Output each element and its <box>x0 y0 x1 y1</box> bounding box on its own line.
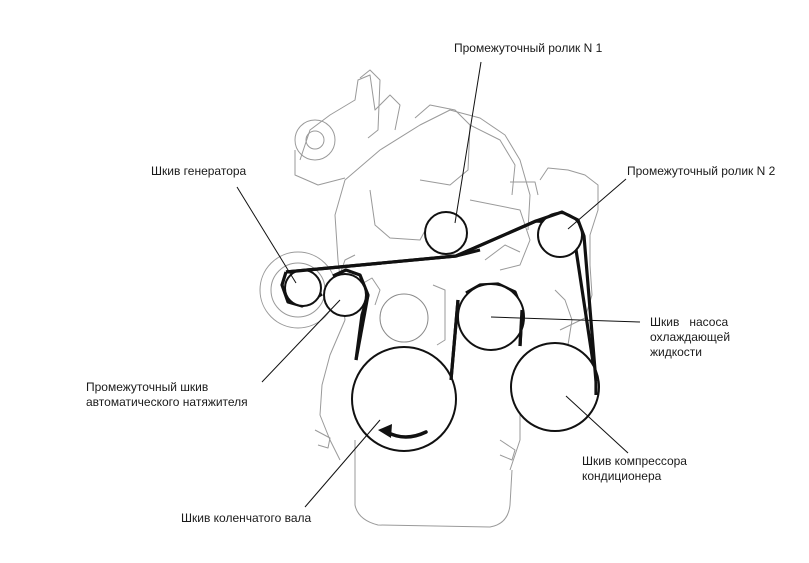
rotation-arrow-icon <box>378 424 428 439</box>
label-compressor-line-2: кондиционера <box>582 469 662 483</box>
label-tensioner-line-1: Промежуточный шкив <box>86 380 209 394</box>
leader-lines <box>236 61 641 508</box>
drive-belt-front <box>285 210 598 395</box>
label-tensioner: Промежуточный шкив автоматического натяж… <box>86 380 248 410</box>
label-alternator: Шкив генератора <box>151 164 247 178</box>
crankshaft-pulley <box>351 346 457 452</box>
label-compressor: Шкив компрессора кондиционера <box>582 454 687 484</box>
label-water-pump-line-1: Шкив насоса <box>650 315 729 329</box>
label-water-pump-line-3: жидкости <box>650 345 702 359</box>
label-tensioner-line-2: автоматического натяжителя <box>86 395 248 409</box>
idler-pulley-1 <box>424 211 468 255</box>
label-crankshaft: Шкив коленчатого вала <box>181 511 312 525</box>
label-compressor-line-1: Шкив компрессора <box>582 454 687 468</box>
label-idler-2: Промежуточный ролик N 2 <box>627 164 776 178</box>
alternator-pulley <box>284 269 322 307</box>
label-idler-1: Промежуточный ролик N 1 <box>454 41 603 55</box>
label-water-pump-line-2: охлаждающей <box>650 330 731 344</box>
ac-compressor-pulley <box>510 342 600 432</box>
label-water-pump: Шкив насоса охлаждающей жидкости <box>650 315 730 360</box>
